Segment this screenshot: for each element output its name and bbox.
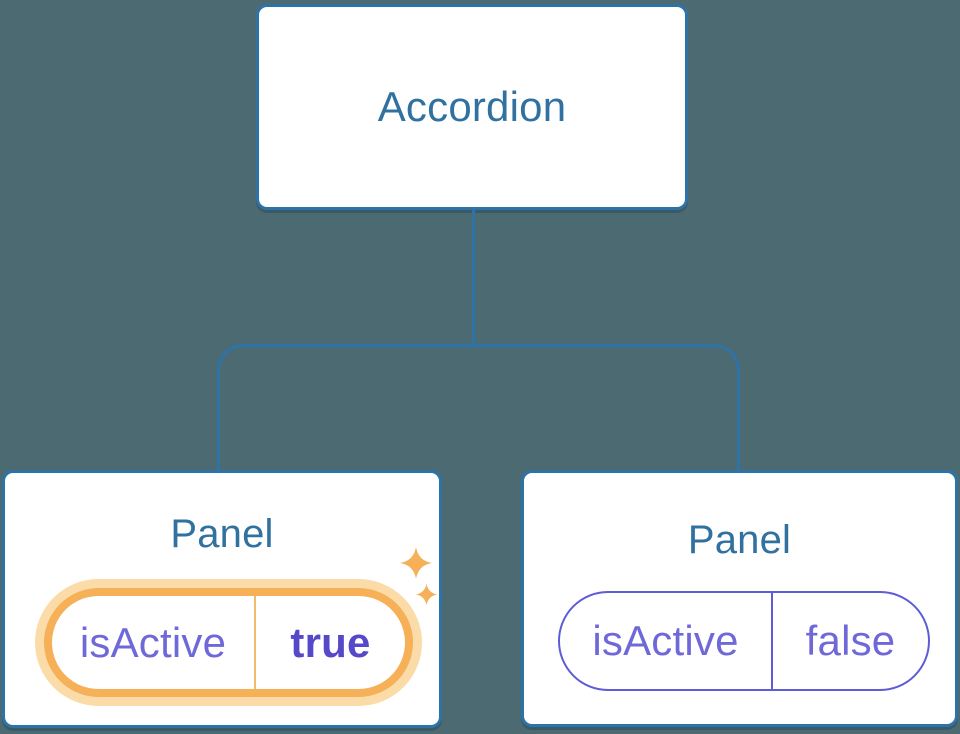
- state-pill-inactive: isActive false: [558, 591, 930, 691]
- state-value-label: false: [805, 617, 896, 664]
- state-key-label: isActive: [79, 618, 227, 666]
- accordion-node: Accordion: [256, 4, 688, 210]
- pill-divider: [771, 593, 773, 689]
- sparkle-icon: [400, 547, 432, 579]
- accordion-node-label: Accordion: [377, 83, 567, 130]
- pill-divider: [254, 596, 256, 689]
- panel-node-active: Panel isActive true: [2, 470, 442, 728]
- state-key-label: isActive: [592, 617, 739, 664]
- sparkle-icon-small: [415, 583, 438, 606]
- panel-node-label: Panel: [687, 518, 792, 562]
- state-value-label: true: [290, 618, 371, 666]
- tree-connector-stem: [472, 209, 475, 347]
- panel-node-label: Panel: [170, 512, 274, 556]
- panel-node-inactive: Panel isActive false: [521, 470, 958, 727]
- state-pill-active: isActive true: [44, 588, 413, 697]
- tree-connector-branch: [217, 344, 740, 471]
